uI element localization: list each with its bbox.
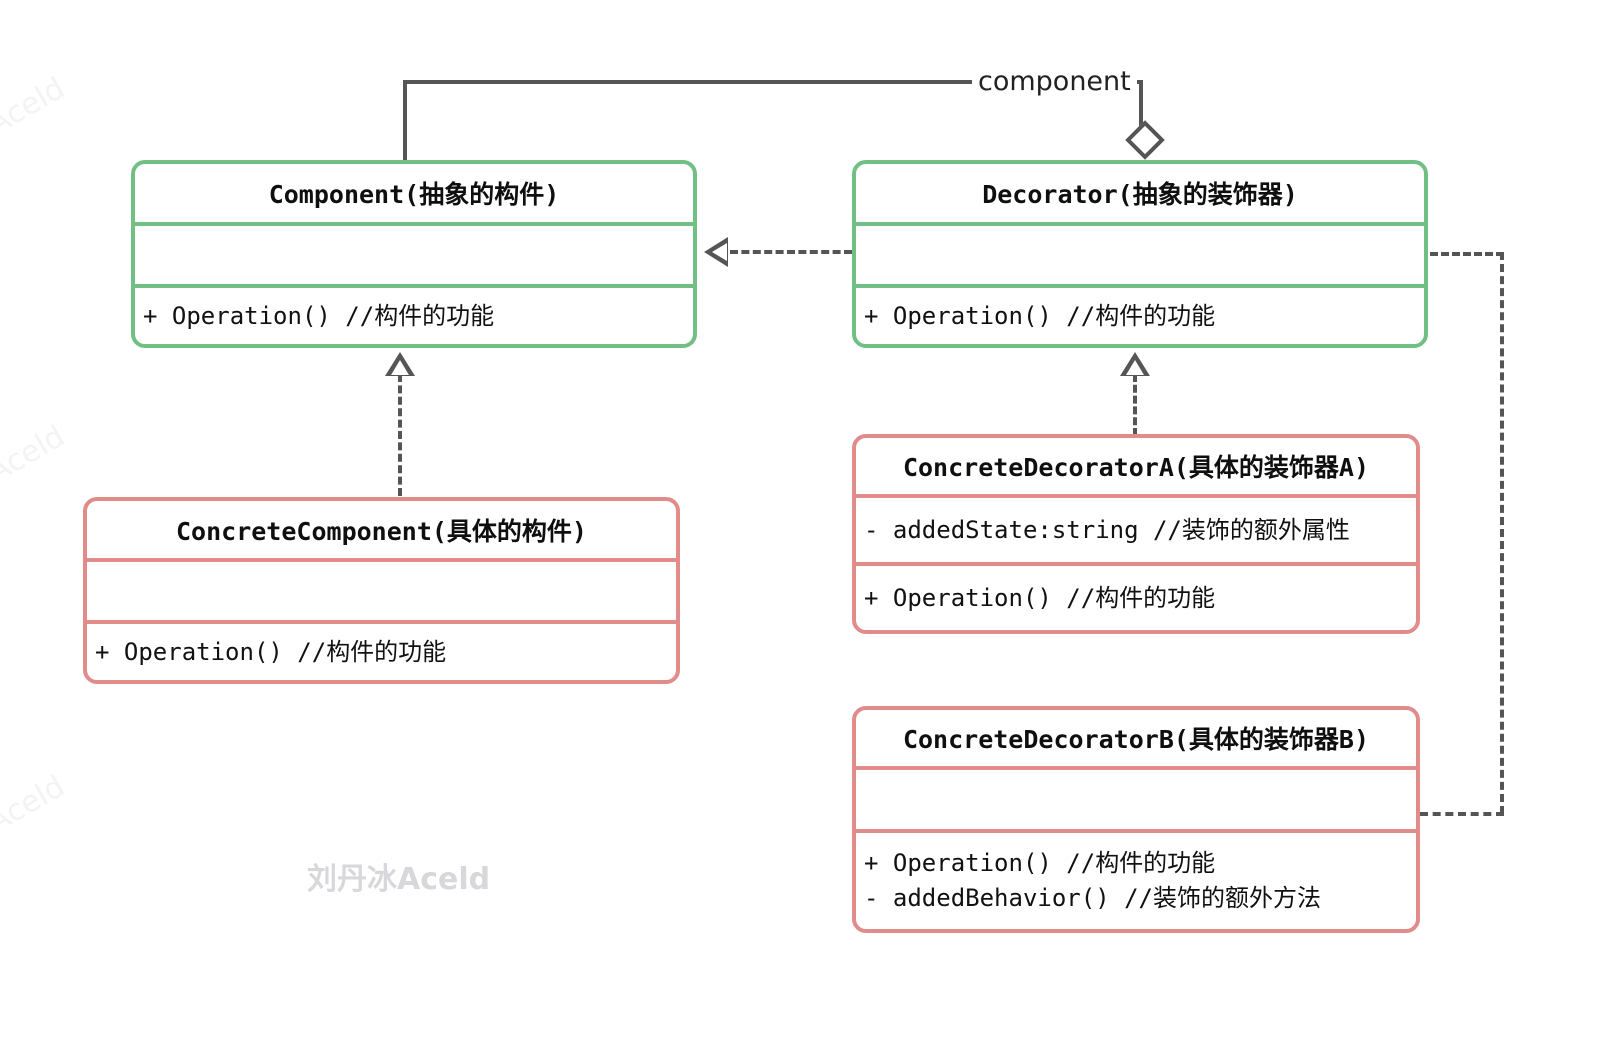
class-methods-concretedecoratorb: + Operation() //构件的功能 - addedBehavior() …	[856, 833, 1416, 929]
class-separator	[856, 222, 1424, 226]
class-attributes-concretedecoratora: - addedState:string //装饰的额外属性	[856, 498, 1416, 562]
class-method-line: + Operation() //构件的功能	[864, 301, 1216, 330]
class-box-concretedecoratorb[interactable]: ConcreteDecoratorB(具体的装饰器B) + Operation(…	[852, 706, 1420, 933]
realization-concretedecoratorb-line-vertical	[1500, 252, 1504, 814]
aggregation-line-horizontal	[403, 80, 1143, 84]
class-box-concretedecoratora[interactable]: ConcreteDecoratorA(具体的装饰器A) - addedState…	[852, 434, 1420, 634]
aggregation-diamond-icon	[1125, 120, 1165, 160]
aggregation-role-label: component	[972, 66, 1137, 97]
class-separator	[856, 284, 1424, 288]
class-title-concretecomponent: ConcreteComponent(具体的构件)	[176, 516, 587, 546]
class-separator	[856, 494, 1416, 498]
watermark-edge-middle: Aceld	[0, 418, 71, 491]
class-box-component[interactable]: Component(抽象的构件) + Operation() //构件的功能	[131, 160, 697, 348]
class-method-line: + Operation() //构件的功能	[143, 301, 495, 330]
class-attributes-concretedecoratorb	[856, 770, 1416, 829]
realization-concretecomponent-to-component-line	[398, 374, 402, 496]
realization-arrowhead-icon-concretecomponent	[385, 352, 415, 376]
realization-arrowhead-icon-decorator	[704, 237, 728, 267]
realization-arrowhead-icon-concretedecoratora	[1120, 352, 1150, 376]
class-box-concretecomponent[interactable]: ConcreteComponent(具体的构件) + Operation() /…	[83, 497, 680, 684]
class-separator	[856, 766, 1416, 770]
class-title-concretedecoratorb: ConcreteDecoratorB(具体的装饰器B)	[902, 725, 1370, 754]
realization-concretedecoratora-to-decorator-line	[1133, 374, 1137, 436]
class-attributes-concretecomponent	[87, 562, 676, 620]
class-method-line: + Operation() //构件的功能	[864, 583, 1216, 612]
class-attributes-decorator	[856, 226, 1424, 284]
realization-concretedecoratorb-line-bottom	[1420, 812, 1504, 816]
watermark-edge-bottom: Aceld	[0, 768, 71, 841]
class-separator	[856, 562, 1416, 566]
class-methods-component: + Operation() //构件的功能	[135, 288, 693, 344]
class-title-component: Component(抽象的构件)	[268, 180, 560, 209]
class-methods-decorator: + Operation() //构件的功能	[856, 288, 1424, 344]
class-box-decorator[interactable]: Decorator(抽象的装饰器) + Operation() //构件的功能	[852, 160, 1428, 348]
aggregation-line-left-vertical	[403, 82, 407, 162]
class-method-line: - addedBehavior() //装饰的额外方法	[864, 884, 1321, 912]
class-attributes-component	[135, 226, 693, 284]
class-method-line: + Operation() //构件的功能	[95, 637, 447, 666]
class-title-decorator: Decorator(抽象的装饰器)	[982, 180, 1298, 209]
class-separator	[87, 558, 676, 562]
watermark-edge-top: Aceld	[0, 70, 71, 143]
class-method-line: + Operation() //构件的功能	[864, 849, 1216, 878]
class-separator	[135, 284, 693, 288]
class-attribute-line: - addedState:string //装饰的额外属性	[864, 515, 1350, 544]
class-separator	[135, 222, 693, 226]
class-separator	[856, 829, 1416, 833]
class-methods-concretecomponent: + Operation() //构件的功能	[87, 624, 676, 680]
class-title-concretedecoratora: ConcreteDecoratorA(具体的装饰器A)	[902, 453, 1370, 482]
aggregation-line-right-vertical	[1139, 80, 1143, 128]
realization-concretedecoratorb-line-top	[1430, 252, 1504, 256]
class-methods-concretedecoratora: + Operation() //构件的功能	[856, 566, 1416, 630]
watermark-author: 刘丹冰Aceld	[307, 862, 491, 897]
realization-decorator-to-component-line	[730, 250, 852, 254]
class-separator	[87, 620, 676, 624]
